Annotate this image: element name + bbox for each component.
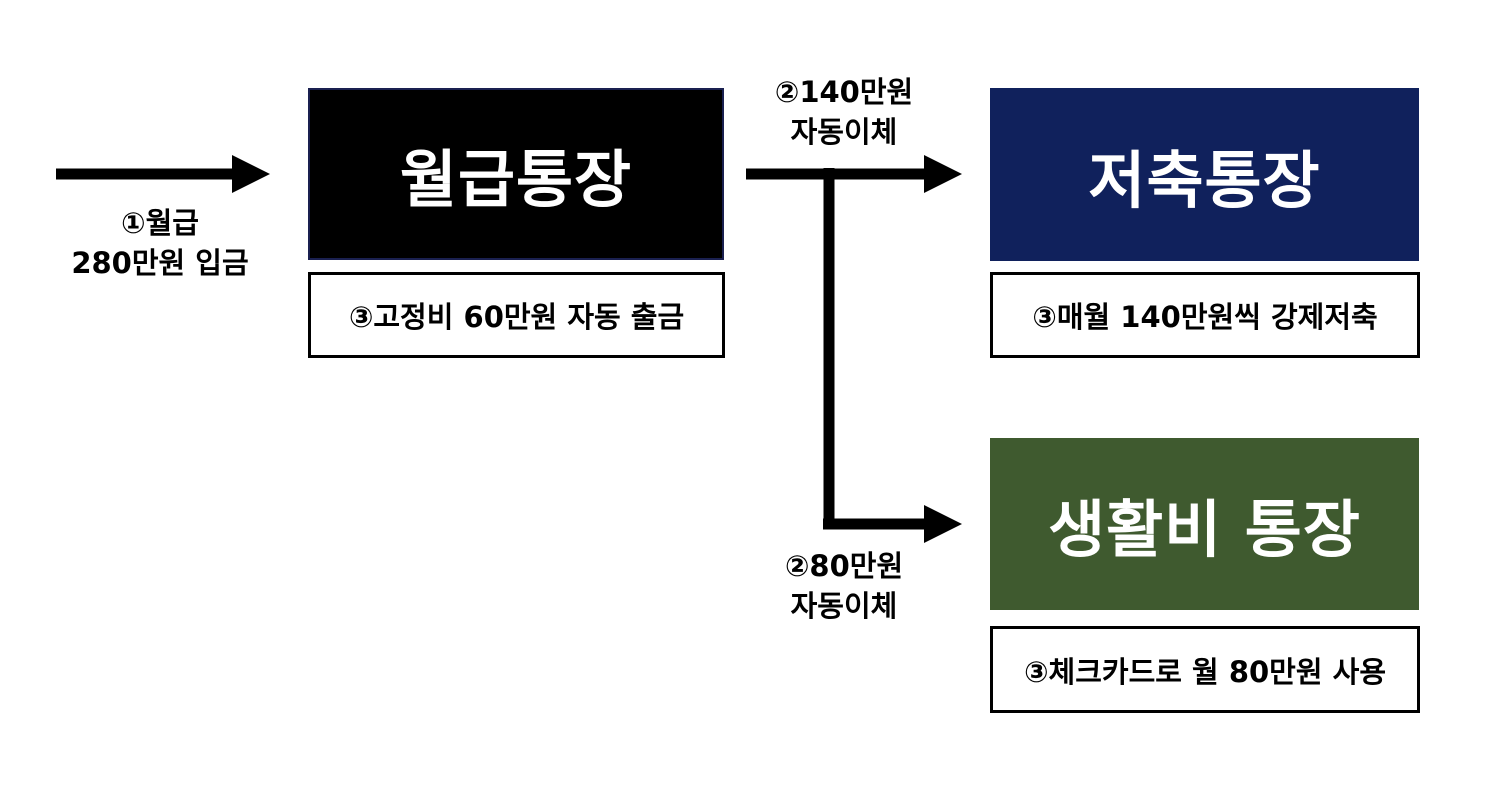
living-transfer-line1: ②80만원 bbox=[784, 549, 904, 583]
salary-account-title: 월급통장 bbox=[399, 143, 633, 216]
living-transfer-arrow bbox=[823, 168, 962, 543]
savings-transfer-line2: 자동이체 bbox=[790, 115, 898, 149]
living-transfer-line2: 자동이체 bbox=[790, 589, 898, 623]
savings-transfer-arrow bbox=[746, 155, 962, 193]
living-account-note-text: ③체크카드로 월 80만원 사용 bbox=[1024, 654, 1386, 689]
savings-transfer-line1: ②140만원 bbox=[774, 75, 914, 109]
savings-account-title: 저축통장 bbox=[1088, 143, 1321, 217]
salary-account-note: ③고정비 60만원 자동 출금 bbox=[308, 272, 725, 358]
savings-account-note: ③매월 140만원씩 강제저축 bbox=[990, 272, 1420, 358]
incoming-salary-line2: 280만원 입금 bbox=[71, 246, 249, 280]
living-account-note: ③체크카드로 월 80만원 사용 bbox=[990, 626, 1420, 713]
incoming-salary-label: ①월급 280만원 입금 bbox=[40, 203, 280, 283]
incoming-salary-line1: ①월급 bbox=[121, 206, 199, 240]
living-transfer-label: ②80만원 자동이체 bbox=[734, 546, 954, 626]
savings-transfer-label: ②140만원 자동이체 bbox=[734, 72, 954, 152]
incoming-arrow bbox=[56, 155, 270, 193]
living-account-box: 생활비 통장 bbox=[990, 438, 1419, 610]
salary-account-note-text: ③고정비 60만원 자동 출금 bbox=[348, 300, 685, 334]
salary-account-box: 월급통장 bbox=[308, 88, 724, 260]
savings-account-box: 저축통장 bbox=[990, 88, 1419, 261]
living-account-title: 생활비 통장 bbox=[1048, 493, 1361, 566]
savings-account-note-text: ③매월 140만원씩 강제저축 bbox=[1032, 300, 1378, 334]
